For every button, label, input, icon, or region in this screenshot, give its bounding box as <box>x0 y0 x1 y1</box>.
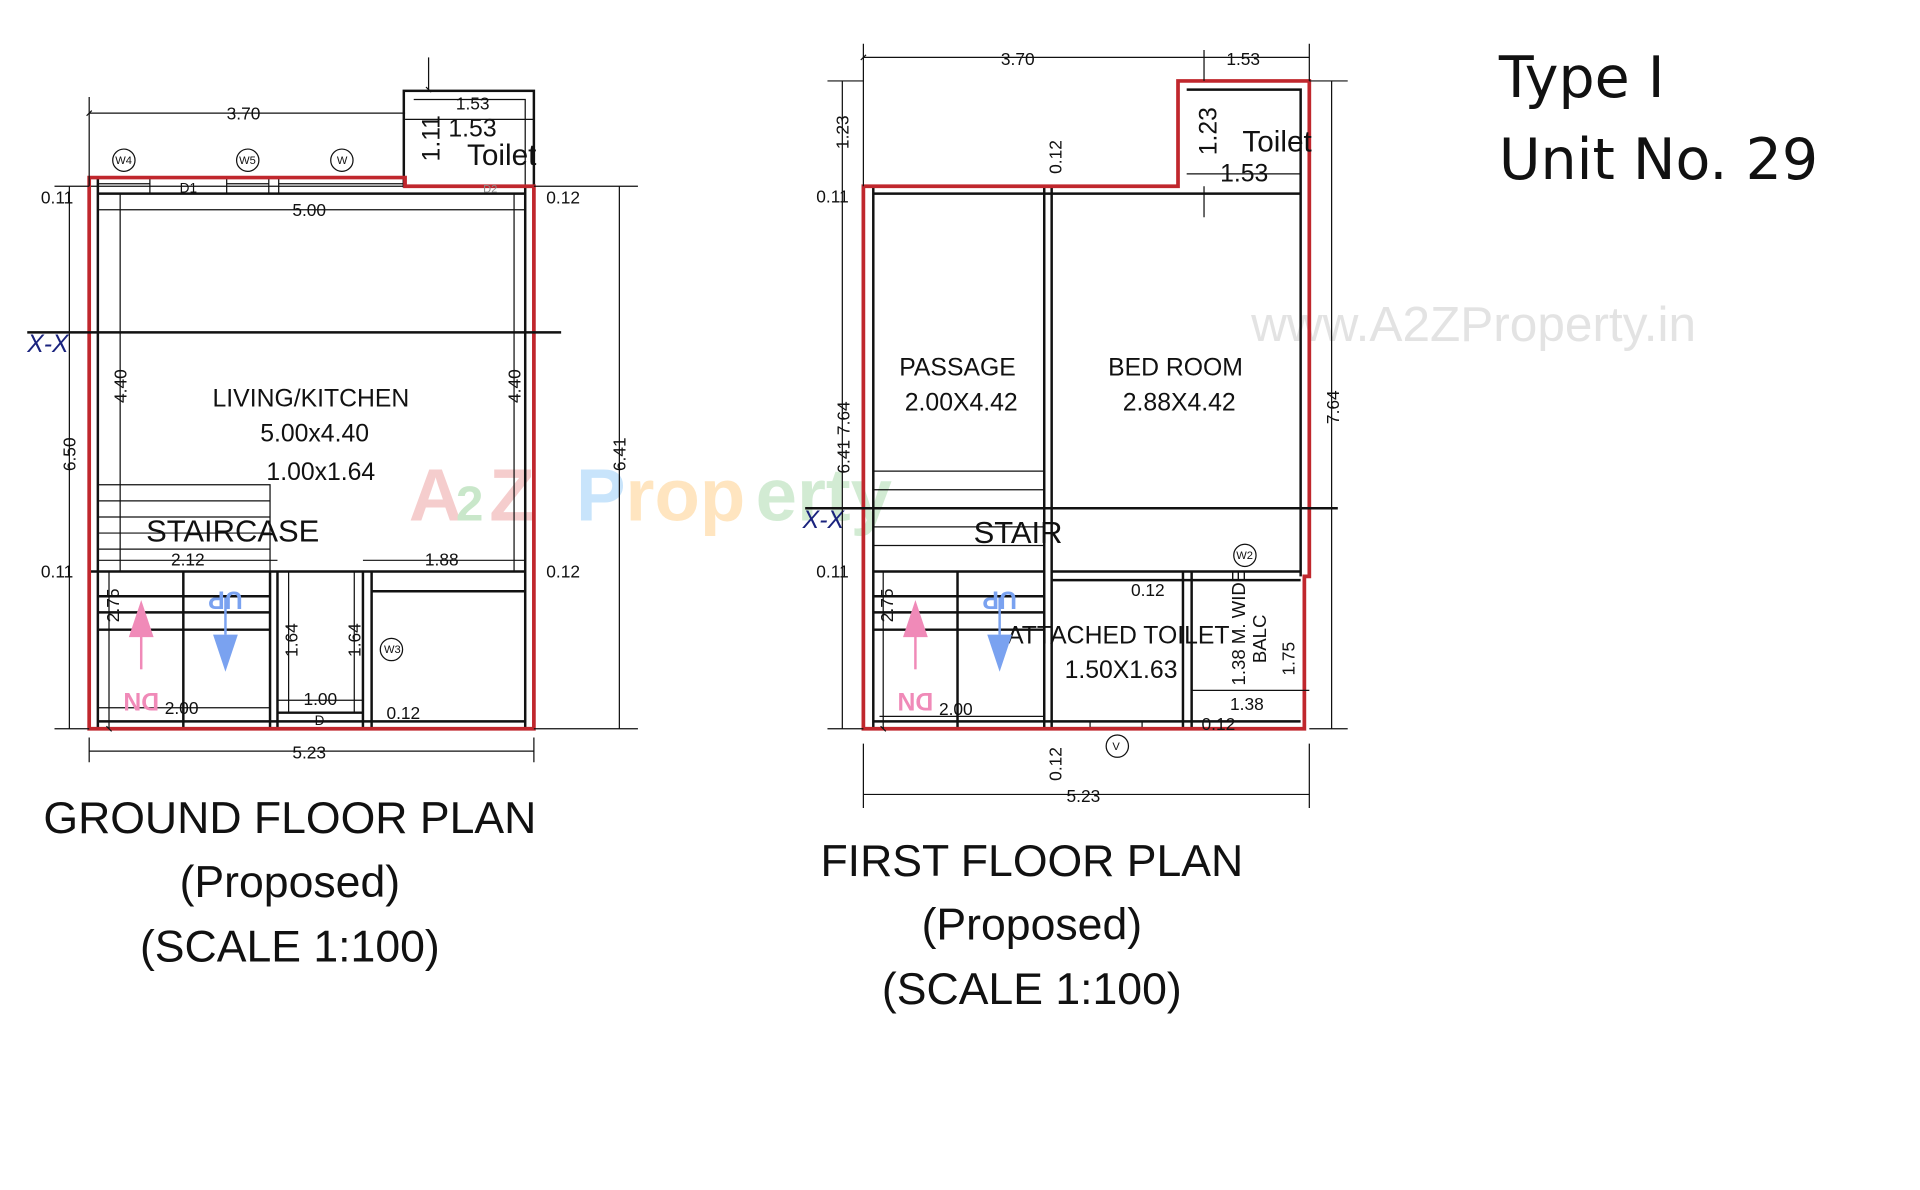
ff-dim-0.12-balc: 0.12 <box>1202 714 1236 734</box>
gf-outline <box>87 175 536 731</box>
gf-dim-5.00: 5.00 <box>292 200 326 220</box>
ff-bedroom-label: BED ROOM <box>1108 355 1243 382</box>
gf-dim-0.12-bottom: 0.12 <box>386 703 420 723</box>
ff-dim-0.11-mid: 0.11 <box>816 562 848 582</box>
gf-down-arrow-icon <box>128 599 154 670</box>
ff-tags: W2 V <box>1105 543 1257 758</box>
gf-dim-2.75: 2.75 <box>103 589 123 623</box>
ff-attached-toilet-size: 1.50X1.63 <box>1065 657 1178 684</box>
ff-title: FIRST FLOOR PLAN <box>820 837 1243 886</box>
gf-subtitle: (Proposed) <box>180 858 401 907</box>
ff-dim-5.23: 5.23 <box>1067 786 1101 806</box>
gf-dim-1.53-top: 1.53 <box>456 93 490 113</box>
gf-dim-6.50: 6.50 <box>60 437 80 471</box>
gf-dn-label: DN <box>123 687 159 714</box>
tag-w5: W5 <box>239 155 256 167</box>
door-d2: D2 <box>483 183 497 195</box>
gf-section-mark: X-X <box>26 331 70 358</box>
ground-floor-plan: X-X 3.70 1.53 1.53 1.11 5.00 6.50 6.41 4… <box>26 57 638 972</box>
ff-down-arrow-icon <box>903 599 928 670</box>
ff-dim-7.64-right: 7.64 <box>1323 390 1343 424</box>
ff-dim-1.53-top: 1.53 <box>1226 49 1260 69</box>
ff-dim-left-total: 6.41 7.64 <box>834 401 854 474</box>
ff-dim-1.23-left: 1.23 <box>833 115 853 149</box>
tag-w4: W4 <box>115 155 132 167</box>
ff-dn-label: DN <box>898 687 934 714</box>
gf-window-tags: W4 W5 W W3 D1 D2 D <box>112 148 497 728</box>
ff-passage-label: PASSAGE <box>899 355 1016 382</box>
tag-v: V <box>1112 741 1120 753</box>
ff-outline <box>861 79 1312 731</box>
svg-text:2: 2 <box>456 477 484 532</box>
gf-dim-0.11-top: 0.11 <box>41 188 73 208</box>
ff-balc-label: BALC <box>1249 615 1270 664</box>
gf-toilet-label: Toilet <box>467 139 537 172</box>
gf-dim-1.88: 1.88 <box>425 549 459 569</box>
gf-dim-3.70: 3.70 <box>227 103 261 123</box>
ff-dim-0.12-mid: 0.12 <box>1131 580 1165 600</box>
ff-scale: (SCALE 1:100) <box>882 965 1182 1014</box>
ff-passage-size: 2.00X4.42 <box>905 389 1018 416</box>
gf-dim-0.12-top: 0.12 <box>546 188 580 208</box>
gf-up-arrow-icon <box>213 597 238 672</box>
gf-dim-1.53-inner: 1.53 <box>448 116 496 143</box>
gf-dim-0.11-mid: 0.11 <box>41 562 73 582</box>
svg-text:P: P <box>576 454 626 537</box>
gf-dim-1.11: 1.11 <box>419 115 446 161</box>
gf-dim-4.40-left: 4.40 <box>110 369 130 403</box>
ff-bedroom-size: 2.88X4.42 <box>1123 389 1236 416</box>
gf-dim-6.41: 6.41 <box>610 437 630 471</box>
ff-up-arrow-icon <box>987 597 1013 672</box>
gf-dim-2.12: 2.12 <box>171 549 205 569</box>
gf-dim-1.64-a: 1.64 <box>281 623 301 657</box>
ff-dim-1.75: 1.75 <box>1278 642 1298 676</box>
ff-balc-wide: 1.38 M. WIDE <box>1228 570 1249 686</box>
tag-w: W <box>337 155 348 167</box>
ff-up-label: UP <box>982 585 1016 612</box>
door-d: D <box>315 713 325 728</box>
unit-label: Unit No. 29 <box>1499 127 1818 193</box>
ff-dim-2.75: 2.75 <box>877 589 897 623</box>
type-label: Type I <box>1498 45 1665 111</box>
gf-scale: (SCALE 1:100) <box>140 923 440 972</box>
gf-dim-2.00: 2.00 <box>165 698 199 718</box>
svg-text:rop: rop <box>626 454 746 537</box>
svg-text:Z: Z <box>489 454 534 537</box>
gf-extra-size: 1.00x1.64 <box>266 459 375 486</box>
ff-dim-0.12-bottom: 0.12 <box>1046 747 1066 781</box>
gf-living-label: LIVING/KITCHEN <box>213 386 410 413</box>
tag-w3: W3 <box>384 644 401 656</box>
gf-dim-4.40-right: 4.40 <box>504 369 524 403</box>
gf-up-label: UP <box>208 585 242 612</box>
gf-staircase-label: STAIRCASE <box>146 514 319 549</box>
ff-dim-1.38: 1.38 <box>1230 694 1264 714</box>
ff-stair-label: STAIR <box>974 515 1063 550</box>
ff-attached-toilet-label: ATTACHED TOILET <box>1007 622 1229 649</box>
gf-title: GROUND FLOOR PLAN <box>43 794 536 843</box>
svg-text:A: A <box>409 454 463 537</box>
ff-dim-0.12-top: 0.12 <box>1046 140 1066 174</box>
door-d1: D1 <box>180 180 197 195</box>
ff-dim-0.11-top: 0.11 <box>816 186 848 206</box>
ff-dim-3.70: 3.70 <box>1001 49 1035 69</box>
ff-section-mark: X-X <box>802 507 846 534</box>
ff-dim-1.23-toilet: 1.23 <box>1195 107 1222 155</box>
ff-dim-1.53-inner: 1.53 <box>1220 160 1268 187</box>
ff-dim-2.00: 2.00 <box>939 699 973 719</box>
ff-subtitle: (Proposed) <box>922 900 1143 949</box>
gf-dim-5.23: 5.23 <box>292 743 326 763</box>
ff-toilet-label: Toilet <box>1242 126 1312 159</box>
gf-dim-1.00: 1.00 <box>303 689 337 709</box>
tag-w2: W2 <box>1236 550 1253 562</box>
gf-living-size: 5.00x4.40 <box>260 420 369 447</box>
watermark-url: www.A2ZProperty.in <box>1250 297 1696 352</box>
first-floor-plan: X-X 3.70 1.53 1.23 1.23 1.53 6.41 7.64 7… <box>802 43 1348 1014</box>
gf-dim-1.64-b: 1.64 <box>344 623 364 657</box>
gf-dim-0.12-mid: 0.12 <box>546 562 580 582</box>
